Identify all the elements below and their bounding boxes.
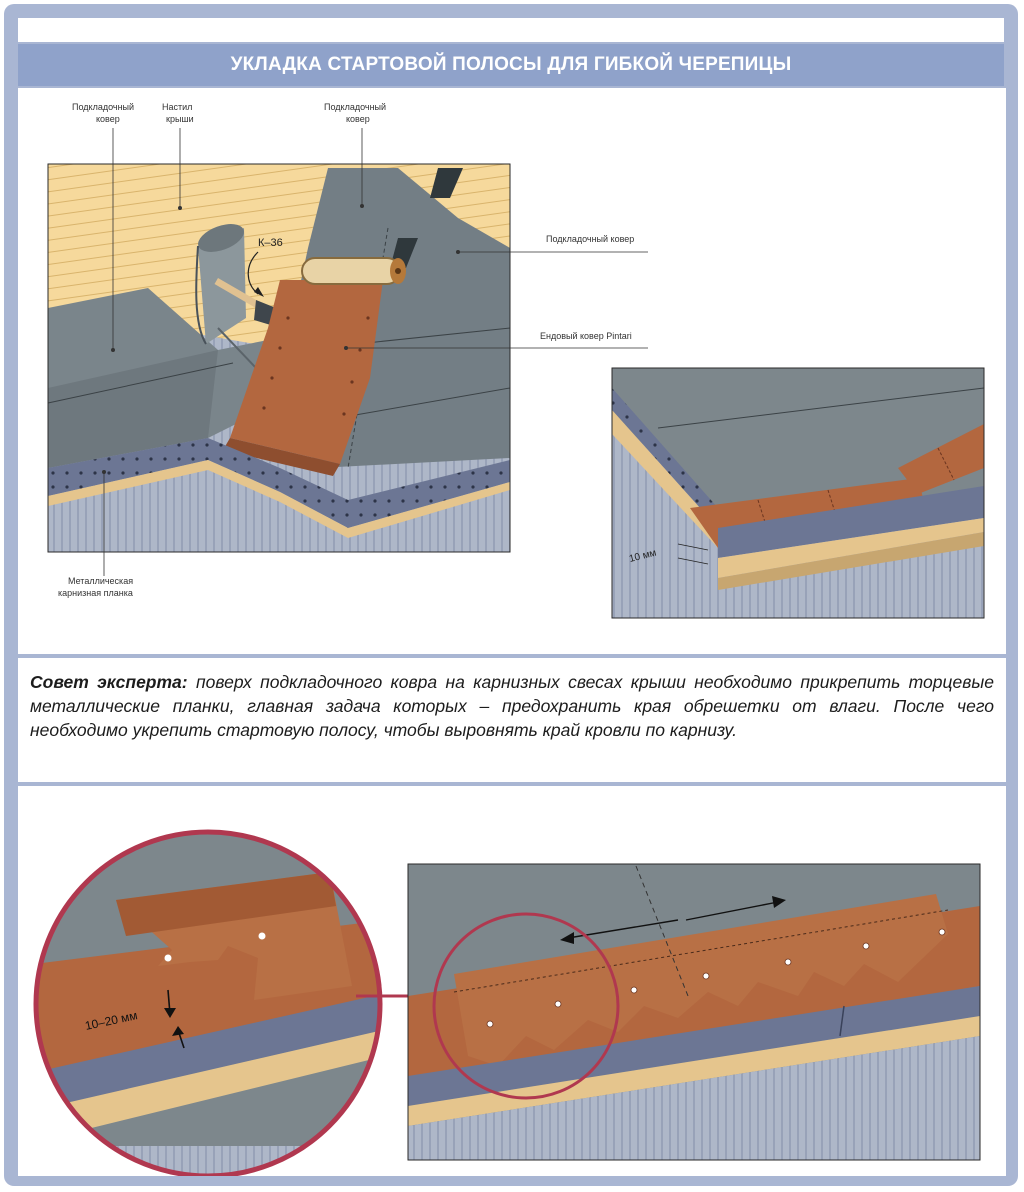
label-underlay-1-line2: ковер: [96, 114, 120, 124]
starter-strip-drawing: [407, 863, 981, 1161]
zoom-detail: 10–20 мм: [33, 829, 438, 1179]
label-deck-line1: Настил: [162, 102, 192, 112]
label-valley-carpet: Ендовый ковер Pintari: [540, 331, 632, 341]
label-underlay-1-line1: Подкладочный: [72, 102, 134, 112]
title-bar: УКЛАДКА СТАРТОВОЙ ПОЛОСЫ ДЛЯ ГИБКОЙ ЧЕРЕ…: [18, 44, 1004, 86]
illustration-panel: К–36 Подкладочный ковер Настил крыши Под…: [18, 88, 1006, 654]
expert-tip-text: поверх подкладочного ковра на карнизных …: [30, 672, 994, 740]
expert-tip: Совет эксперта: поверх подкладочного ков…: [30, 670, 994, 742]
starter-strip-panel: 10–20 мм: [18, 786, 1006, 1179]
expert-tip-lead: Совет эксперта:: [30, 672, 188, 692]
starter-strip-illustration: 10–20 мм: [33, 829, 981, 1179]
expert-tip-panel: Совет эксперта: поверх подкладочного ков…: [18, 658, 1006, 782]
label-underlay-2-line2: ковер: [346, 114, 370, 124]
page-title: УКЛАДКА СТАРТОВОЙ ПОЛОСЫ ДЛЯ ГИБКОЙ ЧЕРЕ…: [230, 54, 792, 75]
label-deck-line2: крыши: [166, 114, 194, 124]
callout-labels: Подкладочный ковер Настил крыши Подкладо…: [58, 102, 648, 598]
label-underlay-3: Подкладочный ковер: [546, 234, 634, 244]
top-strip: [18, 18, 1004, 42]
roller: [301, 257, 406, 285]
k36-label: К–36: [258, 237, 283, 249]
main-valley-drawing: К–36: [47, 163, 511, 553]
label-metal-strip-line2: карнизная планка: [58, 588, 133, 598]
eave-detail-drawing: 10 мм: [611, 367, 985, 619]
label-underlay-2-line1: Подкладочный: [324, 102, 386, 112]
label-metal-strip-line1: Металлическая: [68, 576, 133, 586]
roof-illustration: К–36 Подкладочный ковер Настил крыши Под…: [47, 102, 985, 619]
